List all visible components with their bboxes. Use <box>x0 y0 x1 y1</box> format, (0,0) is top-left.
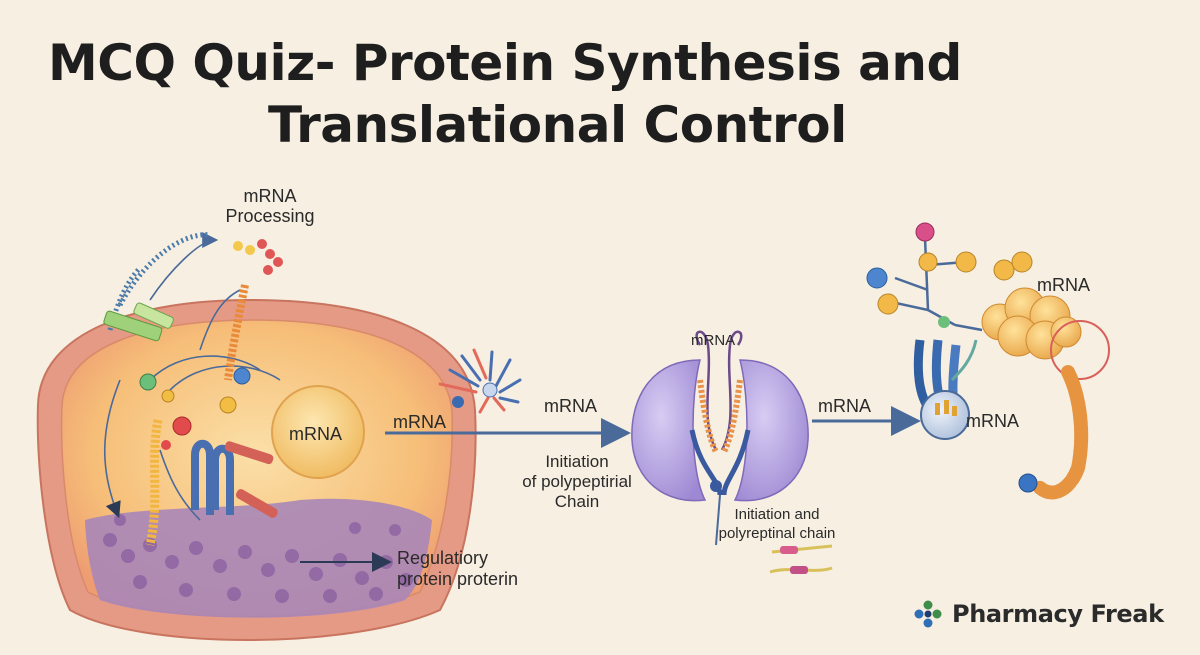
bead-cluster <box>139 239 283 450</box>
label-arrow1-mrna-right: mRNA <box>544 396 597 416</box>
brand-name: Pharmacy Freak <box>952 600 1164 628</box>
ribosome <box>631 330 809 546</box>
page-title-line2: Translational Control <box>268 96 847 154</box>
page-title-line1: MCQ Quiz- Protein Synthesis and <box>48 34 962 92</box>
label-cell-mrna: mRNA <box>289 424 342 444</box>
label-mrna-processing-line2: Processing <box>225 206 315 226</box>
label-mrna-processing-line1: mRNA <box>243 186 297 206</box>
label-regulatory-protein: Regulatiory protein proterin <box>397 548 518 590</box>
label-arrow2-mrna: mRNA <box>818 396 871 416</box>
cell-cross-section <box>36 232 477 641</box>
polypeptide-fragments <box>769 544 833 574</box>
label-ribosome-mrna: mRNA <box>691 332 736 349</box>
label-initiation-line1: Initiation <box>545 452 609 471</box>
brand-logo-icon <box>914 600 942 628</box>
label-initiation-and-chain: Initiation and polyreptinal chain <box>712 505 842 543</box>
brand-logo: Pharmacy Freak <box>912 596 1164 632</box>
label-initiation-line2: of polypeptirial <box>522 472 632 491</box>
label-initiation-and-line1: Initiation and <box>734 506 820 523</box>
label-complex-mrna-top: mRNA <box>1037 275 1090 295</box>
label-regulatory-line2: protein proterin <box>397 569 519 589</box>
label-mrna-processing: mRNA Processing <box>215 186 325 226</box>
nucleus <box>271 385 365 479</box>
label-initiation-polypeptide-chain: Initiation of polypeptirial Chain <box>512 452 642 512</box>
translation-complex <box>866 222 1110 500</box>
label-initiation-line3: Chain <box>554 492 600 511</box>
trna-cluster <box>438 348 522 414</box>
label-arrow1-mrna-left: mRNA <box>393 412 446 432</box>
label-regulatory-line1: Regulatiory <box>397 548 489 568</box>
label-initiation-and-line2: polyreptinal chain <box>718 525 836 542</box>
label-complex-mrna-mid: mRNA <box>966 411 1019 431</box>
